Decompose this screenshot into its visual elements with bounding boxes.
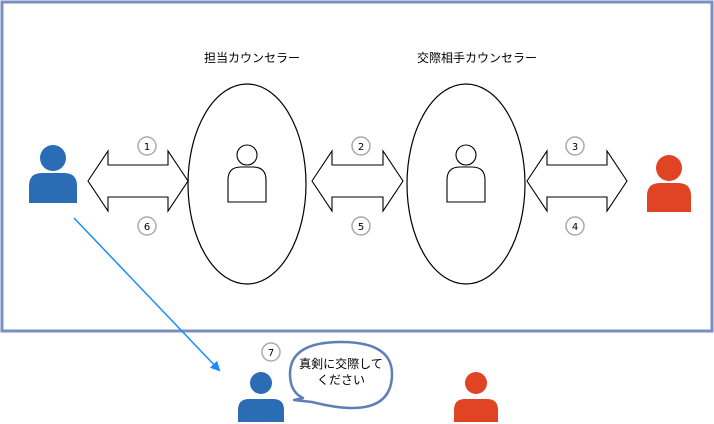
partner-bottom-icon [454, 372, 498, 422]
partner-icon [647, 155, 691, 212]
svg-text:6: 6 [144, 222, 150, 233]
counselor-own-ellipse [187, 83, 307, 285]
svg-text:2: 2 [358, 142, 364, 153]
step-4: 4 [565, 216, 585, 236]
step-1: 1 [137, 136, 157, 156]
counselor-own-label: 担当カウンセラー [204, 51, 300, 65]
step-3: 3 [565, 136, 585, 156]
member-icon [29, 145, 77, 203]
speech-line-2: ください [317, 373, 365, 387]
step-7: 7 [261, 342, 281, 362]
transition-arrow [73, 217, 221, 372]
speech-bubble: 真剣に交際して ください [288, 340, 394, 410]
step-2: 2 [351, 136, 371, 156]
double-arrow-right [526, 149, 628, 213]
counselor-own-icon [227, 144, 267, 203]
counselor-partner-icon [446, 144, 486, 203]
speech-line-1: 真剣に交際して [299, 356, 383, 371]
svg-text:7: 7 [268, 348, 274, 359]
member-bottom-icon [238, 372, 284, 422]
counselor-partner-ellipse [406, 83, 526, 285]
step-5: 5 [351, 216, 371, 236]
svg-text:4: 4 [572, 222, 578, 233]
double-arrow-left [87, 149, 189, 213]
svg-text:5: 5 [358, 222, 364, 233]
step-6: 6 [137, 216, 157, 236]
counselor-partner-label: 交際相手カウンセラー [417, 50, 537, 65]
double-arrow-middle [311, 149, 404, 213]
svg-text:1: 1 [144, 142, 150, 153]
svg-text:3: 3 [572, 142, 578, 153]
